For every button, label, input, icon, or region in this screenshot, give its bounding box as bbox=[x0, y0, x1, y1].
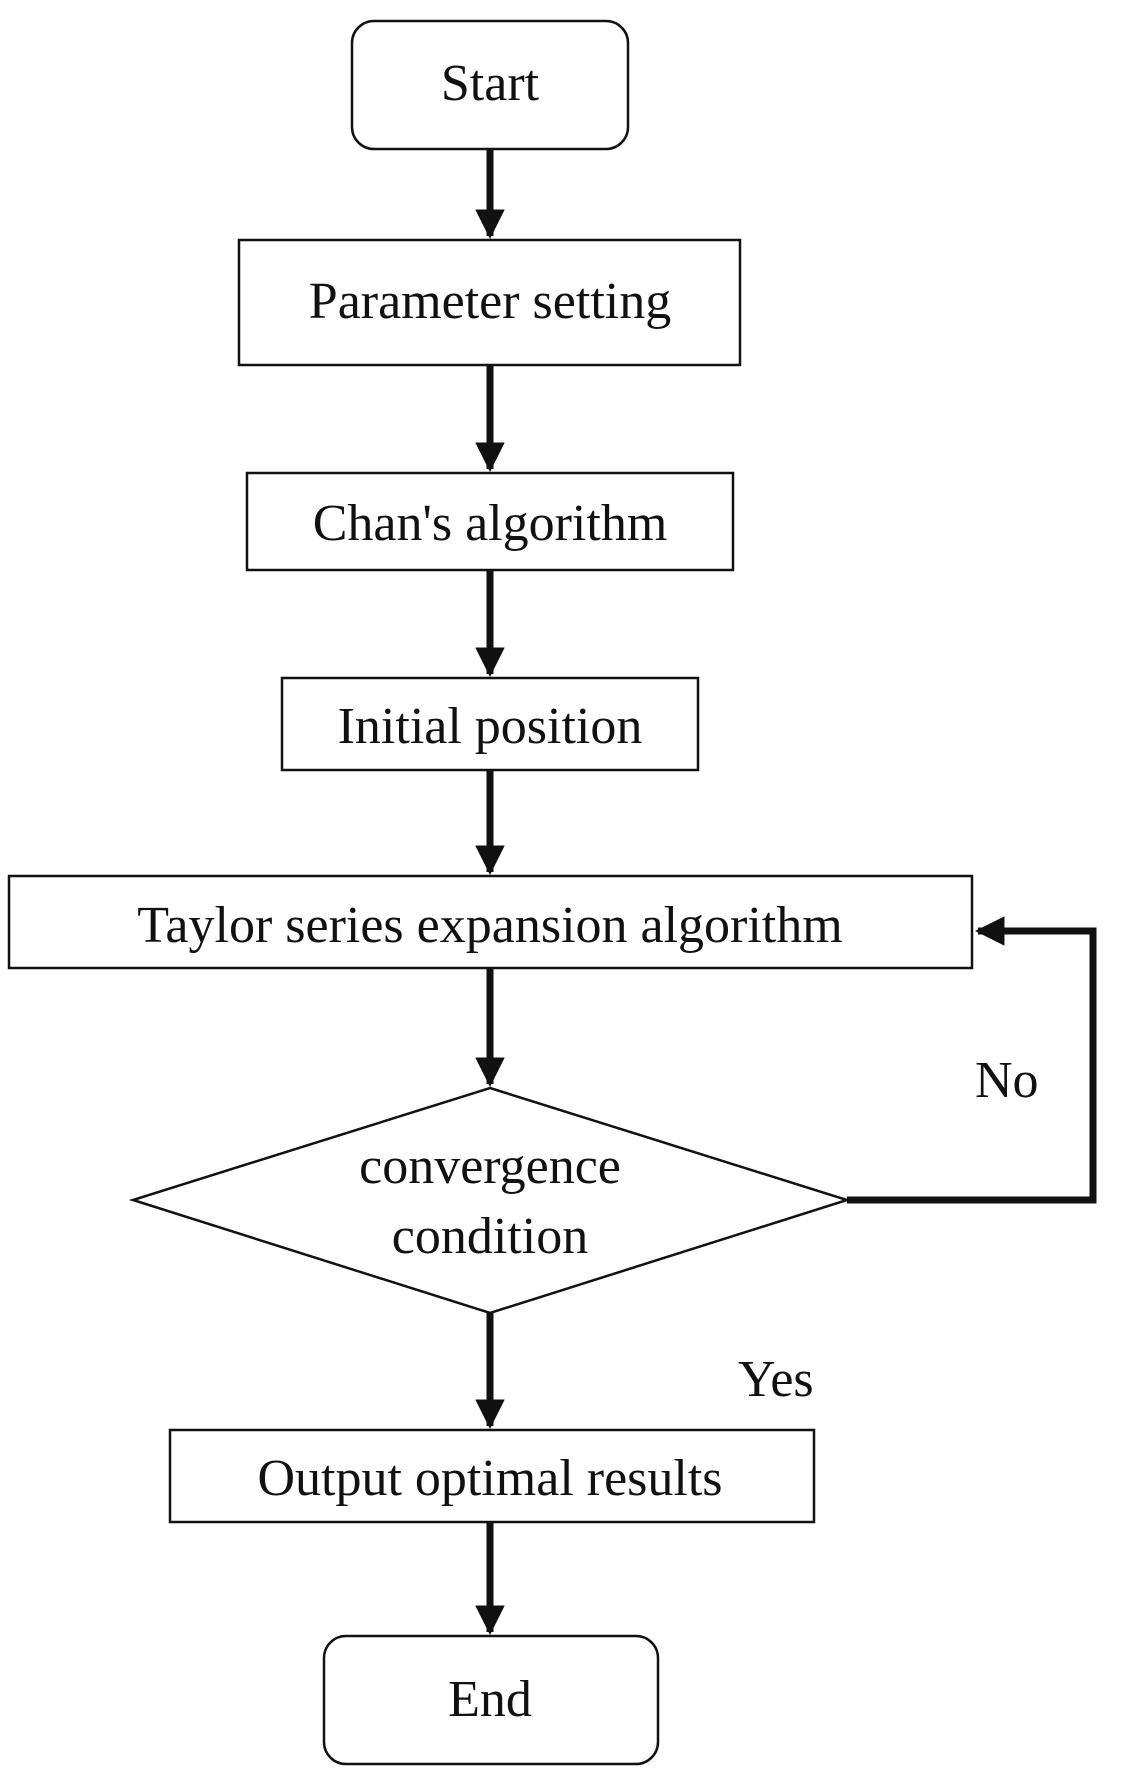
taylor-series-label: Taylor series expansion algorithm bbox=[137, 897, 842, 954]
convergence-label-line2: condition bbox=[392, 1208, 588, 1265]
end-node: End bbox=[322, 1634, 660, 1766]
no-label: No bbox=[975, 1052, 1039, 1109]
convergence-decision-node: convergence condition bbox=[128, 1086, 852, 1315]
start-node: Start bbox=[350, 19, 630, 151]
convergence-label-line1: convergence bbox=[359, 1138, 621, 1195]
yes-label: Yes bbox=[738, 1351, 814, 1408]
chans-algorithm-node: Chan's algorithm bbox=[245, 471, 735, 572]
parameter-setting-label: Parameter setting bbox=[309, 273, 671, 330]
parameter-setting-node: Parameter setting bbox=[237, 238, 742, 367]
start-label: Start bbox=[441, 55, 540, 112]
end-label: End bbox=[448, 1671, 532, 1728]
arrow-no-loop bbox=[847, 916, 1097, 1204]
initial-position-node: Initial position bbox=[280, 676, 700, 772]
chans-algorithm-label: Chan's algorithm bbox=[313, 495, 668, 552]
initial-position-label: Initial position bbox=[338, 698, 643, 755]
output-results-node: Output optimal results bbox=[168, 1428, 816, 1524]
taylor-series-node: Taylor series expansion algorithm bbox=[7, 874, 974, 970]
output-results-label: Output optimal results bbox=[257, 1450, 722, 1507]
